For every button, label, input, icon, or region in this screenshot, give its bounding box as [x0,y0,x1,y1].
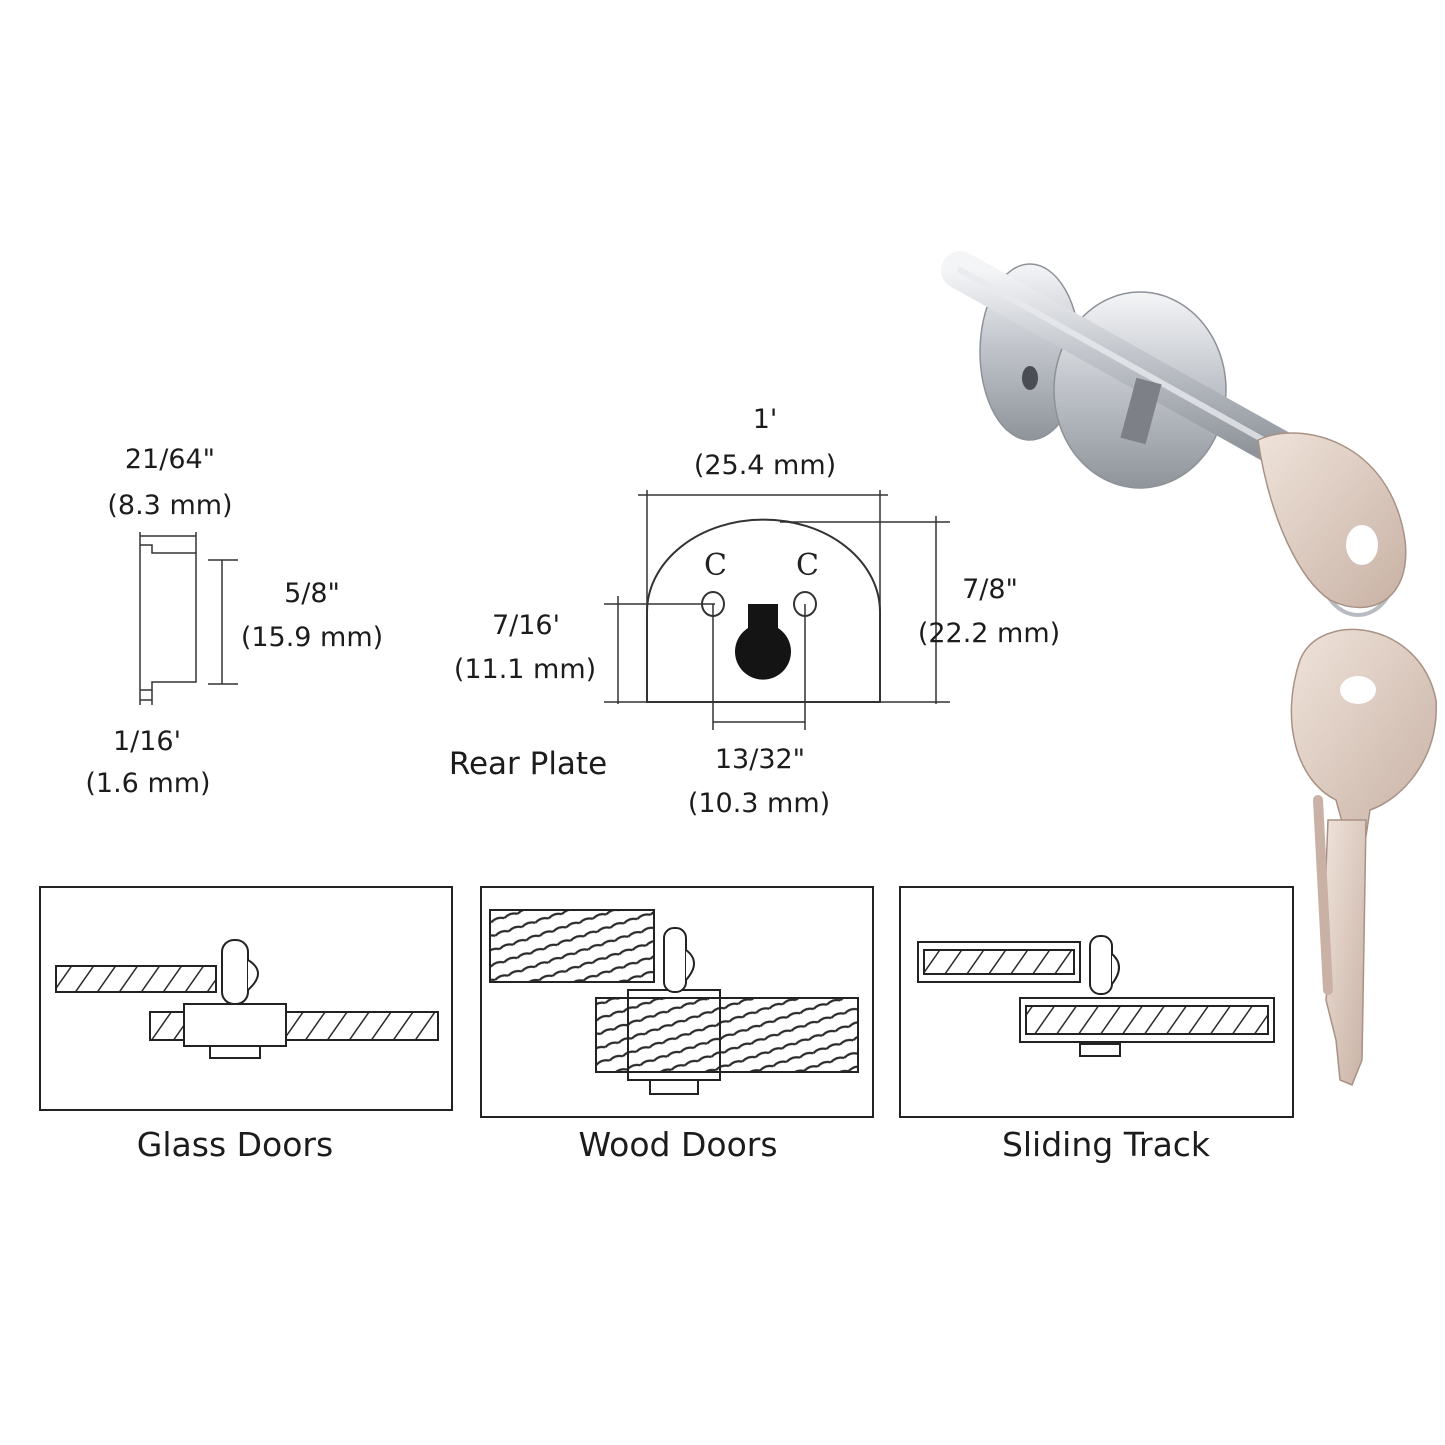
side-profile-drawing [139,532,238,705]
side-width-mm: (8.3 mm) [107,490,233,521]
caption-glass-doors: Glass Doors [136,1125,334,1164]
rear-spacing-fraction: 13/32" [714,744,806,775]
glass-doors-illustration [39,886,453,1111]
side-height-fraction: 5/8" [284,578,340,609]
keys-photo [1257,432,1437,1086]
caption-wood-doors: Wood Doors [578,1125,778,1164]
rear-height-fraction: 7/8" [962,574,1018,605]
rear-plate-drawing: C C [604,490,950,730]
keyhole [734,604,791,680]
lock-photo [941,251,1304,489]
side-height-mm: (15.9 mm) [240,622,384,653]
rear-center-fraction: 7/16' [491,610,561,641]
rear-width-mm: (25.4 mm) [693,450,837,481]
rear-width-fraction: 1' [752,404,778,435]
side-width-fraction: 21/64" [124,444,216,475]
svg-text:C: C [796,548,819,583]
caption-sliding-track: Sliding Track [1001,1125,1211,1164]
sliding-track-illustration [899,886,1294,1118]
svg-text:C: C [704,548,727,583]
rear-height-mm: (22.2 mm) [917,618,1061,649]
rear-center-mm: (11.1 mm) [453,654,597,685]
rear-spacing-mm: (10.3 mm) [687,788,831,819]
rear-plate-label: Rear Plate [448,746,608,782]
wood-doors-illustration [480,886,874,1118]
side-lip-fraction: 1/16' [112,726,182,757]
side-lip-mm: (1.6 mm) [85,768,211,799]
